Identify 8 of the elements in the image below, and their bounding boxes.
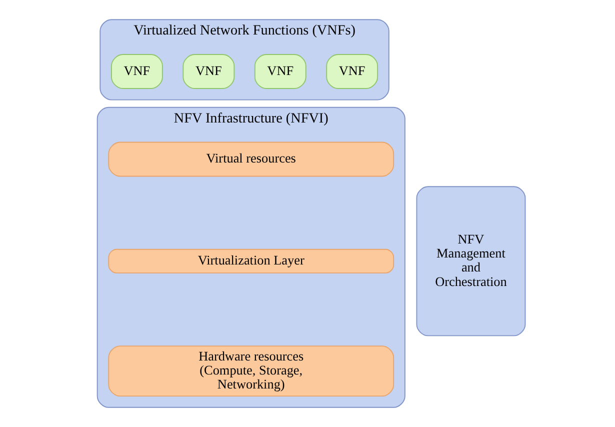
node-box: VNF: [254, 54, 306, 89]
node-box: VNF: [326, 54, 378, 89]
node-box: Hardware resources (Compute, Storage, Networking): [108, 346, 394, 397]
node-box: Virtual resources: [108, 142, 394, 177]
node-box: NFV Management and Orchestration: [416, 186, 526, 336]
node-box: Virtualization Layer: [108, 248, 394, 274]
node-box: VNF: [182, 54, 235, 89]
node-box: VNF: [111, 54, 163, 89]
